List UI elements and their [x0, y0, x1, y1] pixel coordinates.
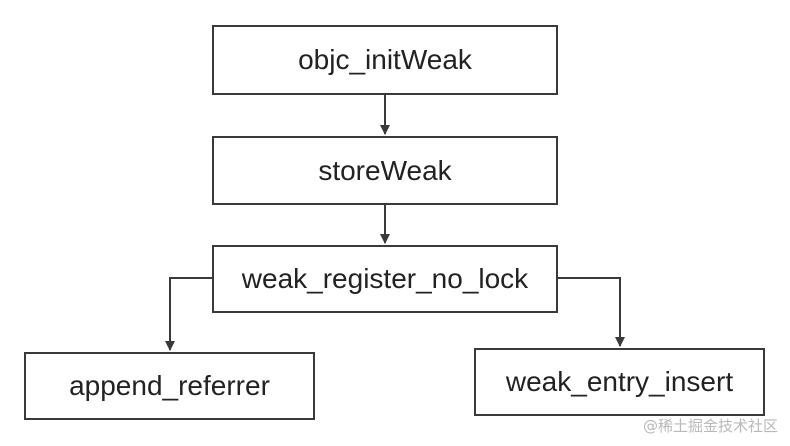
node-label: weak_entry_insert	[505, 366, 734, 397]
node-label: storeWeak	[318, 154, 452, 186]
node-label: weak_register_no_lock	[241, 263, 529, 294]
node-label: objc_initWeak	[298, 44, 472, 75]
node-label: append_referrer	[69, 370, 270, 401]
edge-register-to-append	[165, 277, 212, 351]
watermark-text: @稀土掘金技术社区	[642, 417, 778, 435]
node-append-referrer: append_referrer	[24, 352, 315, 420]
node-weak-entry-insert: weak_entry_insert	[474, 348, 765, 416]
edge-register-to-insert	[558, 277, 625, 347]
node-objc-initweak: objc_initWeak	[212, 25, 558, 95]
node-storeweak: storeWeak	[212, 136, 558, 205]
node-weak-register-no-lock: weak_register_no_lock	[212, 245, 558, 313]
